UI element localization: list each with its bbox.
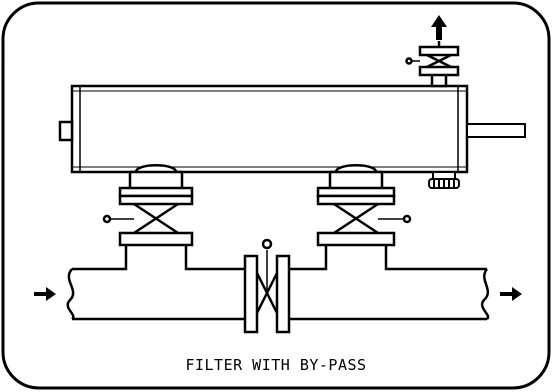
- shaft: [466, 123, 526, 138]
- housing-lug: [58, 120, 74, 142]
- outlet-isolation-valve: [316, 164, 412, 247]
- inlet-isolation-valve: [102, 164, 194, 247]
- inlet-flow-arrow-icon: [34, 287, 56, 301]
- vent-valve: [405, 41, 460, 77]
- filter-housing: [58, 72, 469, 174]
- diagram-caption: FILTER WITH BY-PASS: [185, 356, 366, 374]
- bypass-valve: [243, 238, 291, 334]
- drain-plug: [428, 171, 460, 189]
- main-pipe: [66, 245, 490, 321]
- vent-up-arrow-icon: [431, 15, 447, 40]
- outlet-flow-arrow-icon: [500, 287, 522, 301]
